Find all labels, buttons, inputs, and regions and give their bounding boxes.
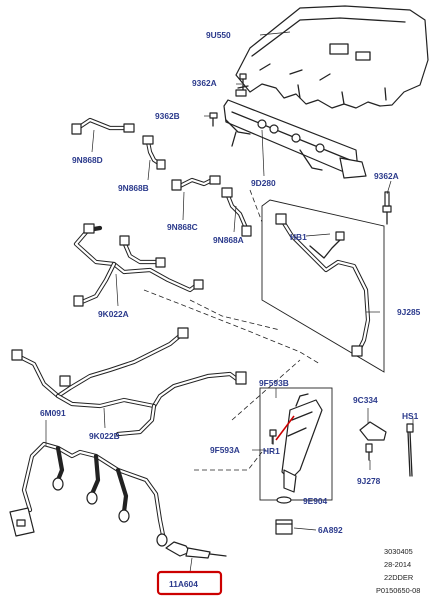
callout-9362a-right: 9362A: [374, 171, 399, 181]
callout-6m091: 6M091: [40, 408, 66, 418]
callout-11a604[interactable]: 11A604: [169, 579, 198, 589]
assembly-dashed-line: [143, 289, 321, 365]
callout-9n868c: 9N868C: [167, 222, 198, 232]
callout-9n868a: 9N868A: [213, 235, 244, 245]
callout-9362a-top: 9362A: [192, 78, 217, 88]
leak-off-pipe-9k022a: [73, 223, 204, 307]
return-pipe-part: [261, 199, 385, 373]
reference-line-4: P0150650-08: [376, 586, 420, 595]
leader-lines: [45, 31, 414, 573]
highlight-box: [156, 570, 223, 596]
callout-9n868d: 9N868D: [72, 155, 103, 165]
assembly-dashed-line: [194, 451, 263, 471]
assembly-dashed-line: [231, 359, 301, 421]
callout-9e904: 9E904: [303, 496, 328, 506]
wiring-harness-part: [9, 441, 168, 547]
callout-9k022a: 9K022A: [98, 309, 129, 319]
callout-9c334: 9C334: [353, 395, 378, 405]
bolt-part: [382, 191, 392, 225]
reference-line-3: 22DDER: [384, 573, 413, 582]
callout-hs1: HS1: [402, 411, 419, 421]
sensor-part: [359, 421, 387, 461]
fuel-pipe-9n868a: [221, 187, 252, 237]
callout-9j285: 9J285: [397, 307, 421, 317]
callout-9d280: 9D280: [251, 178, 276, 188]
assembly-dashed-line: [189, 299, 281, 331]
callout-hb1: HB1: [290, 232, 307, 242]
callout-9k022b: 9K022B: [89, 431, 120, 441]
fuel-pipe-9n868d: [71, 117, 135, 135]
heater-sensor-part: [406, 423, 414, 477]
callout-9j278: 9J278: [357, 476, 381, 486]
reference-block: 3030405 28-2014 22DDER P0150650-08: [376, 547, 420, 595]
bolt-part: [235, 73, 249, 97]
assembly-dashed-line: [249, 189, 263, 223]
injector-assembly-part: [259, 387, 333, 535]
callout-6a892: 6A892: [318, 525, 343, 535]
callout-9n868b: 9N868B: [118, 183, 149, 193]
reference-line-2: 28-2014: [384, 560, 411, 569]
engine-cover-part: [235, 5, 429, 109]
callout-9f593b: 9F593B: [259, 378, 289, 388]
bolt-part: [209, 112, 218, 127]
leak-off-pipe-9k022b: [11, 327, 247, 437]
glow-plug-part: [165, 541, 227, 559]
callout-9362b: 9362B: [155, 111, 180, 121]
callout-9u550: 9U550: [206, 30, 231, 40]
callout-hr1: HR1: [263, 446, 280, 456]
fuel-rail-part: [223, 99, 367, 179]
callout-9f593a: 9F593A: [210, 445, 240, 455]
reference-line-1: 3030405: [384, 547, 413, 556]
fuel-pipe-9n868b: [142, 135, 166, 170]
fuel-pipe-9n868c: [171, 175, 221, 191]
